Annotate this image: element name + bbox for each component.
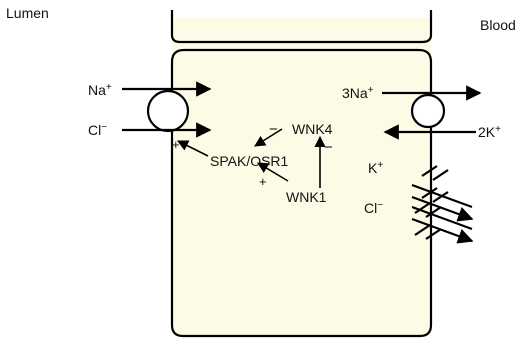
na-apical-label: Na+	[88, 82, 112, 98]
wnk1-to-spak-arrow	[257, 162, 289, 182]
cell-body	[172, 18, 431, 336]
k-channel-label: K+	[368, 160, 383, 176]
cl-channel	[411, 187, 474, 244]
cl-apical-label: Cl−	[88, 122, 107, 138]
na-basal-label: 3Na+	[342, 85, 374, 101]
spak-to-transporter-arrow	[176, 140, 209, 157]
na-k-pump	[410, 93, 446, 129]
cl-channel-label: Cl−	[364, 200, 383, 216]
tight-junction	[170, 10, 433, 44]
plus-sign-transporter: +	[172, 137, 180, 152]
lumen-label: Lumen	[6, 5, 49, 21]
minus-sign-wnk4: −	[269, 121, 278, 138]
wnk4-label: WNK4	[292, 121, 333, 137]
k-pump-label: 2K+	[478, 124, 501, 140]
nacl-cotransporter	[146, 89, 190, 133]
spak-label: SPAK/OSR1	[210, 153, 289, 169]
wnk4-to-spak-arrow	[254, 128, 283, 147]
apical-membrane	[170, 48, 433, 338]
minus-sign-wnk1-to-wnk4: −	[324, 139, 333, 156]
blood-label: Blood	[480, 17, 516, 33]
wnk1-label: WNK1	[286, 189, 327, 205]
plus-sign-wnk1: +	[259, 174, 267, 189]
